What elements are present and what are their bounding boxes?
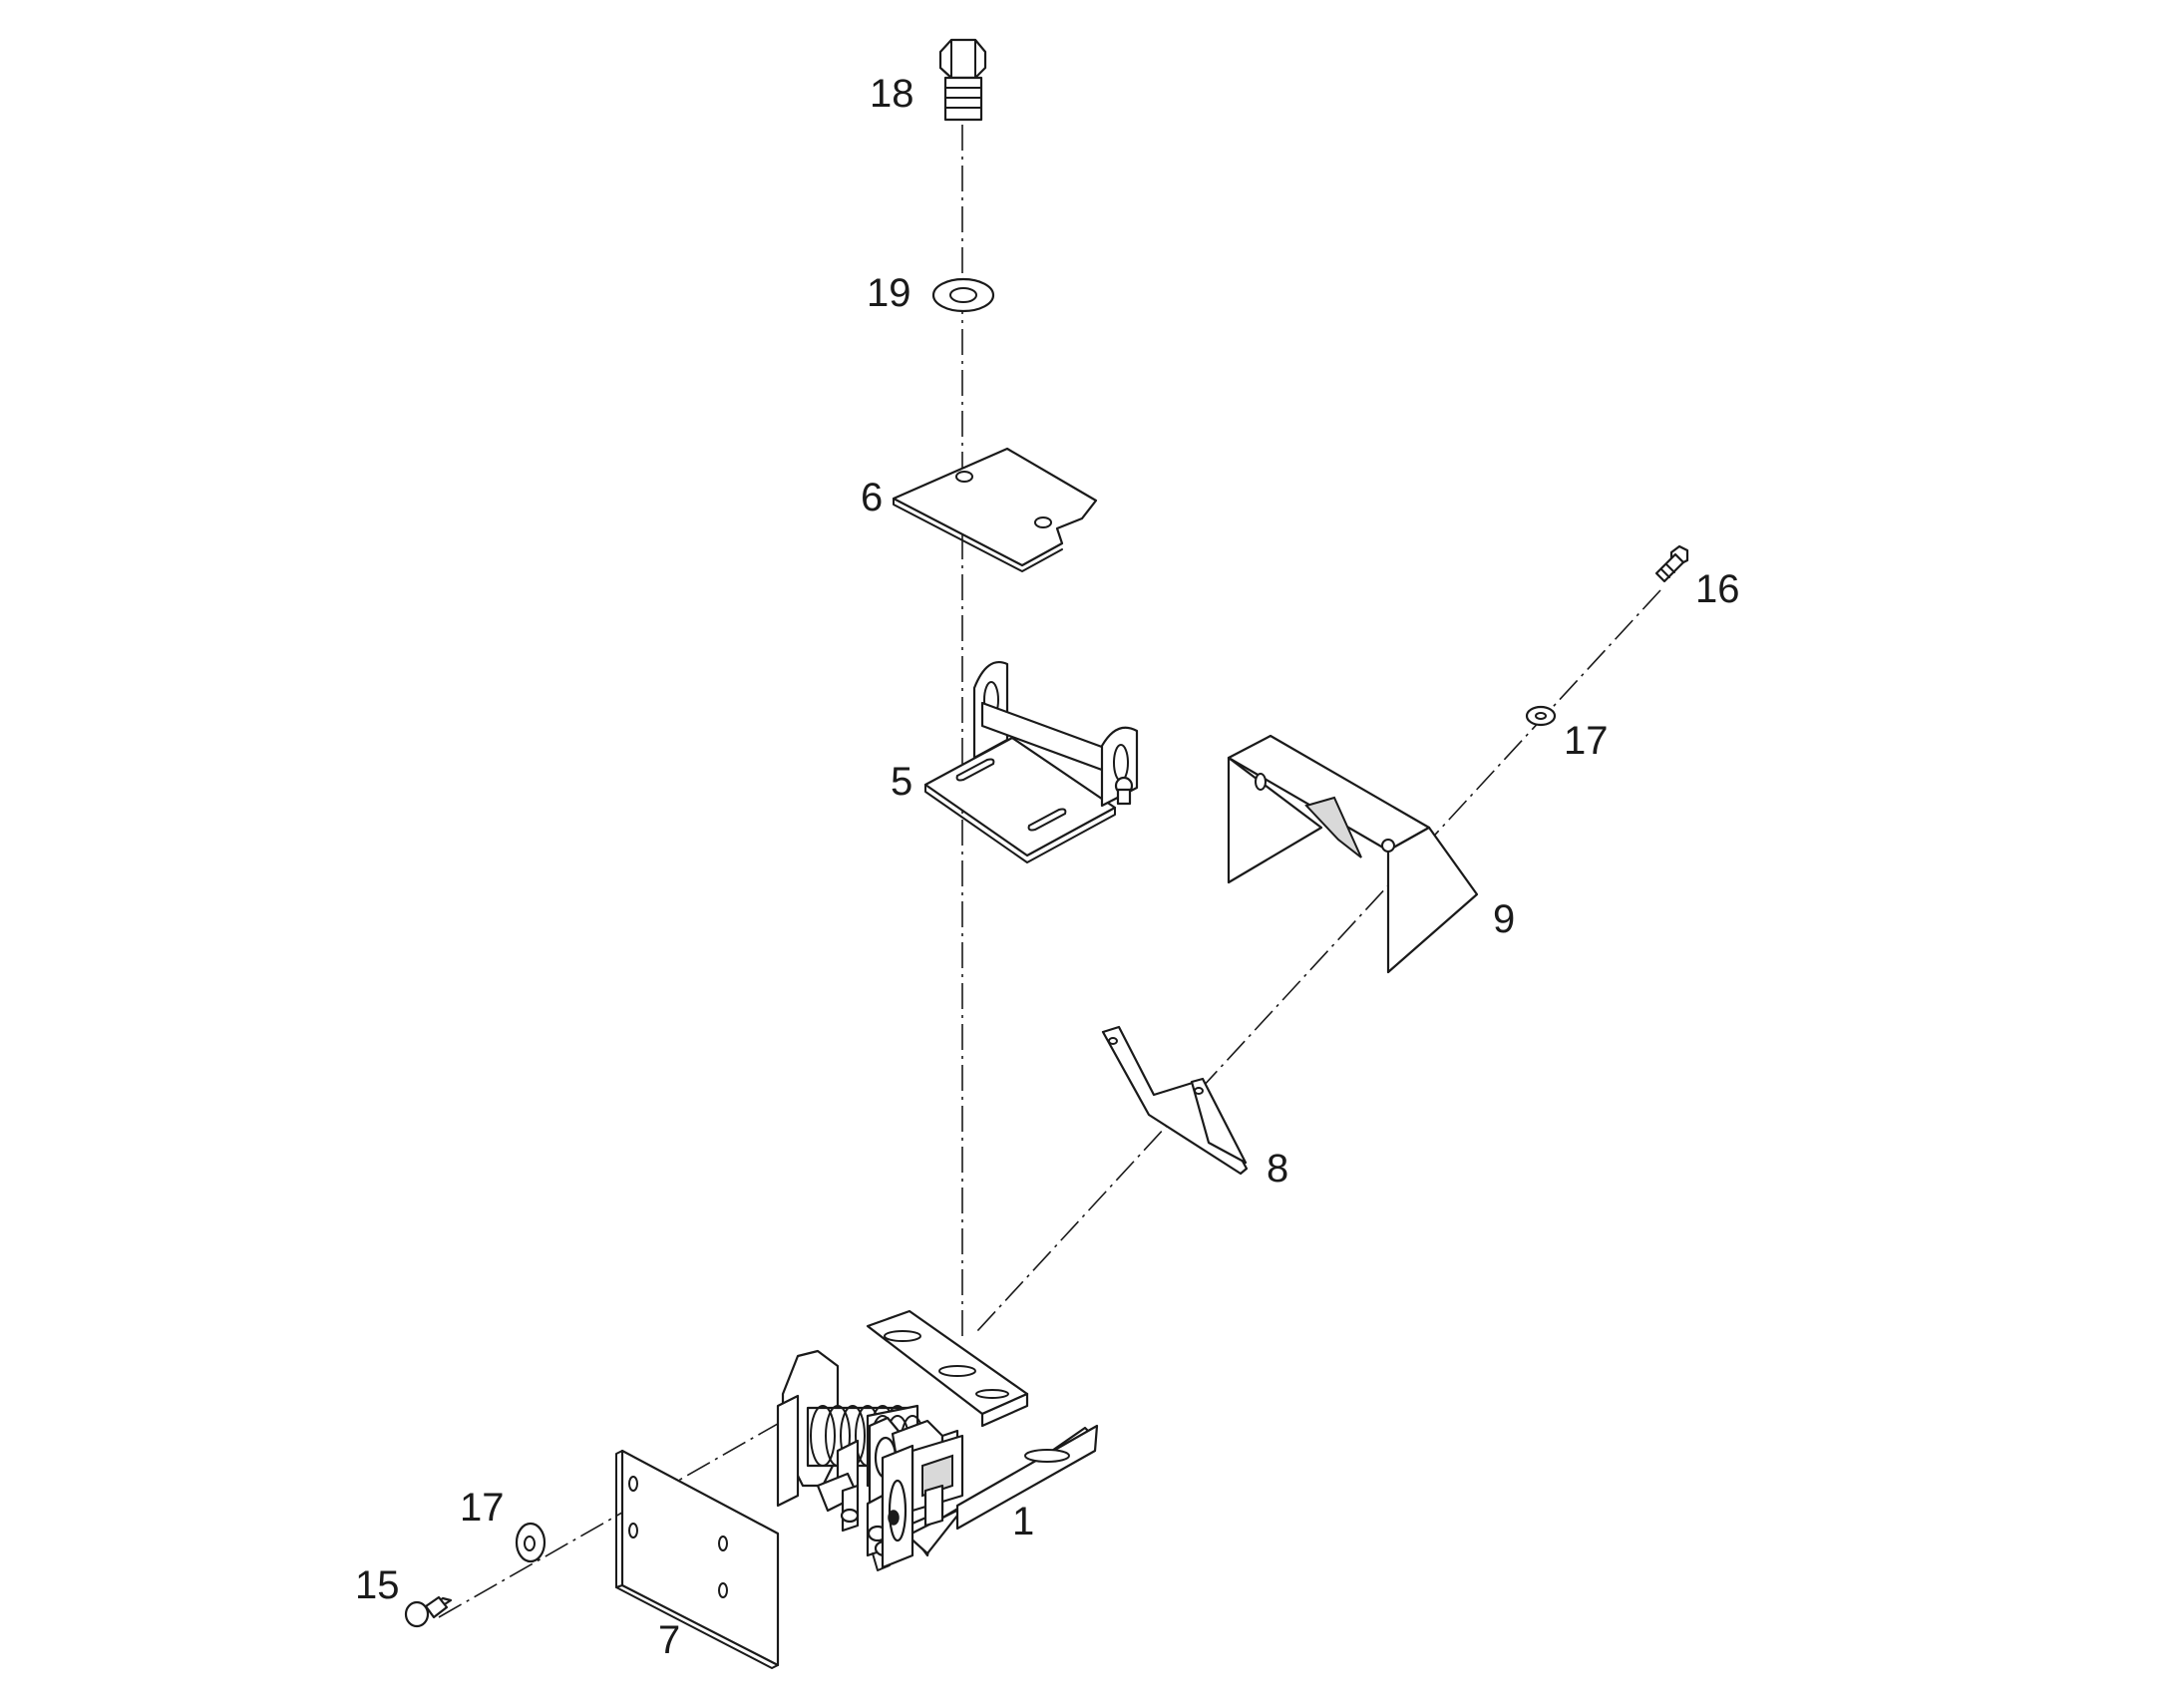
callout-9: 9 <box>1493 897 1515 941</box>
callout-18: 18 <box>870 72 914 116</box>
part-6-plate <box>892 447 1098 572</box>
part-15-screw <box>404 1595 453 1628</box>
part-7-flat-plate <box>615 1449 780 1669</box>
callout-5: 5 <box>891 760 912 804</box>
callout-1: 1 <box>1012 1500 1034 1543</box>
part-17-washer-lower <box>515 1522 546 1563</box>
part-16-small-bolt <box>1654 544 1689 583</box>
part-9-cover-bracket <box>1227 734 1479 974</box>
part-8-bent-bracket <box>1101 1025 1249 1176</box>
callout-6: 6 <box>861 476 883 519</box>
callout-7: 7 <box>658 1618 680 1662</box>
callout-15: 15 <box>355 1563 400 1607</box>
part-1-main-assembly <box>776 1309 1099 1571</box>
callout-17-lower: 17 <box>460 1486 505 1530</box>
part-19-washer <box>931 277 995 313</box>
callout-8: 8 <box>1267 1147 1288 1191</box>
part-5-roller-bracket <box>923 661 1139 863</box>
callout-17-upper: 17 <box>1564 719 1609 763</box>
callout-labels: 18 19 6 5 16 17 9 8 1 17 15 7 <box>355 72 1740 1662</box>
part-18-hex-bolt <box>938 38 987 122</box>
part-17-washer-upper <box>1525 705 1557 727</box>
callout-19: 19 <box>867 271 911 315</box>
assembly-axis-lines <box>438 125 1661 1618</box>
callout-16: 16 <box>1695 567 1740 611</box>
